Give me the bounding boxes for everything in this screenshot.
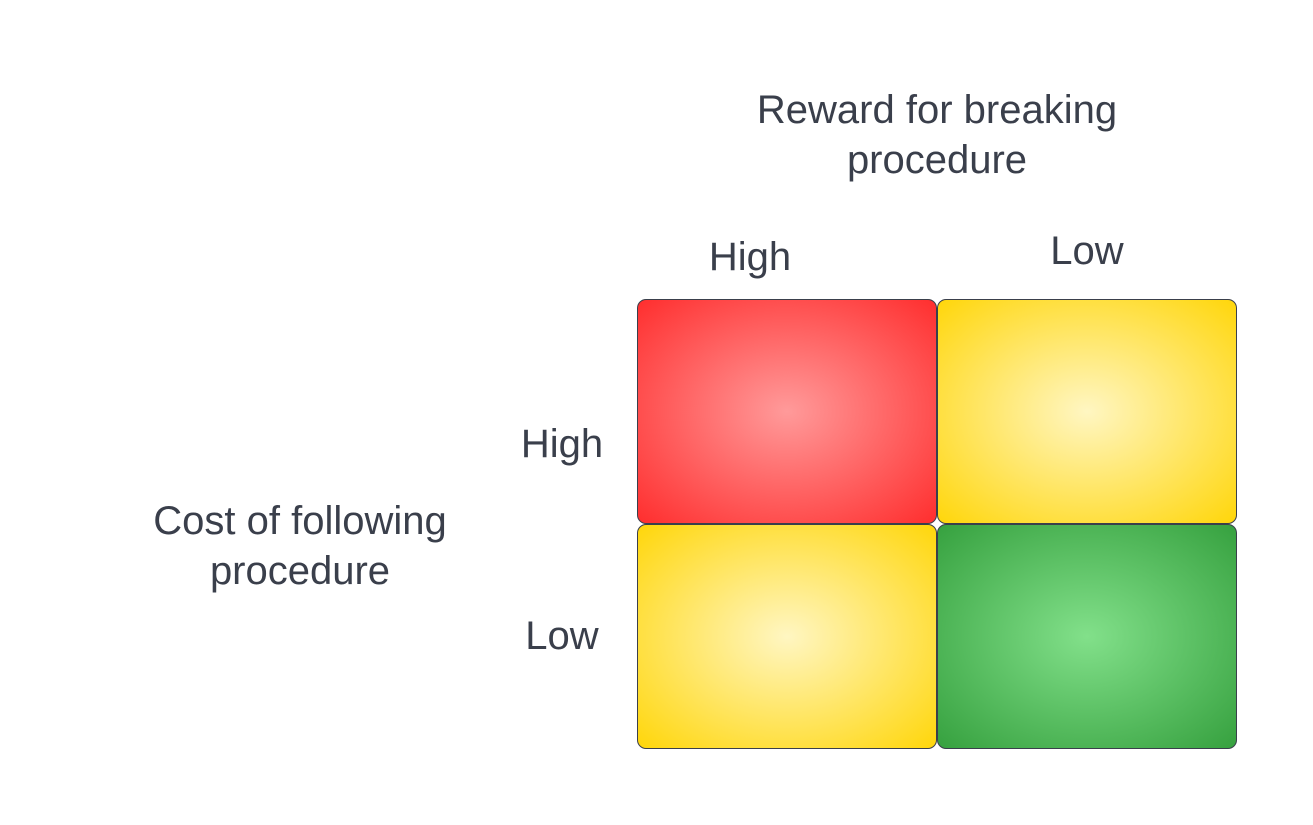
matrix-cell-high-low	[937, 299, 1237, 524]
column-label-high: High	[708, 235, 792, 279]
column-label-low: Low	[1050, 229, 1124, 273]
column-axis-title: Reward for breaking procedure	[756, 88, 1118, 182]
row-label-high: High	[520, 422, 604, 466]
row-axis-title: Cost of following procedure	[153, 499, 447, 593]
row-label-low: Low	[525, 614, 599, 658]
matrix-cell-high-high	[637, 299, 937, 524]
matrix-cell-low-low	[937, 524, 1237, 749]
matrix-cell-low-high	[637, 524, 937, 749]
